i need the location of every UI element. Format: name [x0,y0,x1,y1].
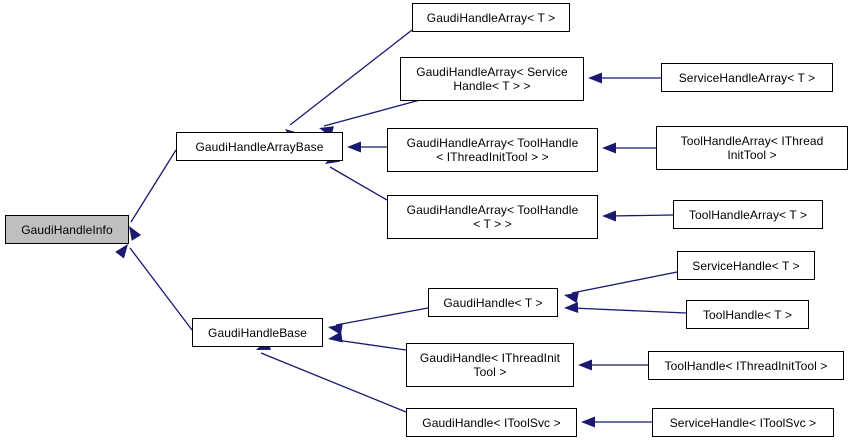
inheritance-edge-servicehandle-t-to-gaudihandle-t [564,271,678,304]
inheritance-edge-toolhandle-t-to-gaudihandle-t [564,302,687,314]
arrowhead [115,244,128,259]
inheritance-edge-gaudihandle-ithreadinittool-to-gaudihandlebase [328,331,407,351]
inheritance-edge-toolhandlearray-t-to-gaudihandlearray-toolhandle-t [602,210,674,222]
class-node-label: ServiceHandle< IToolSvc > [669,415,817,430]
class-node-label: GaudiHandleArray< ToolHandle < IThreadIn… [406,136,579,164]
arrowhead [328,324,343,335]
inheritance-edge-gaudihandlearray-t-to-gaudihandlearraybase [285,29,413,142]
arrowhead [581,416,595,428]
class-node-gaudihandlearray-t[interactable]: GaudiHandleArray< T > [412,3,570,32]
class-node-gaudihandle-itoolsvc[interactable]: GaudiHandle< IToolSvc > [406,408,577,437]
class-node-label: GaudiHandleArray< ToolHandle < T > > [406,203,579,231]
class-node-toolhandle-t[interactable]: ToolHandle< T > [686,300,809,329]
inheritance-edge-toolhandle-ithreadinittool-to-gaudihandle-ithreadinittool [578,359,648,371]
inheritance-edge-gaudihandlearray-toolhandle-ithreadinittool-to-gaudihandlearraybase [347,141,387,153]
inheritance-edge-gaudihandle-itoolsvc-to-gaudihandlebase [256,339,407,413]
class-node-label: GaudiHandle< T > [443,295,543,310]
class-node-gaudihandlearray-servicehandle-t[interactable]: GaudiHandleArray< Service Handle< T > > [400,57,584,101]
class-node-label: GaudiHandle< IToolSvc > [422,415,561,430]
class-node-label: ToolHandle< IThreadInitTool > [664,358,828,373]
inheritance-edge-servicehandlearray-t-to-gaudihandlearray-servicehandle-t [588,72,661,84]
class-node-label: GaudiHandleArrayBase [195,139,324,154]
class-node-label: ServiceHandle< T > [692,258,800,273]
inheritance-edge-gaudihandlebase-to-gaudihandleinfo [115,244,193,331]
arrowhead [564,292,579,304]
class-node-gaudihandlebase[interactable]: GaudiHandleBase [192,318,323,347]
class-node-servicehandle-t[interactable]: ServiceHandle< T > [677,251,815,280]
class-node-label: GaudiHandleInfo [21,222,113,237]
class-node-gaudihandlearray-toolhandle-t[interactable]: GaudiHandleArray< ToolHandle < T > > [387,195,598,239]
inheritance-edge-gaudihandle-t-to-gaudihandlebase [328,307,429,335]
class-node-gaudihandleinfo[interactable]: GaudiHandleInfo [5,215,129,244]
class-node-label: ToolHandle< T > [702,307,793,322]
class-node-label: GaudiHandle< IThreadInit Tool > [419,351,561,379]
class-node-gaudihandlearray-toolhandle-ithreadinittool[interactable]: GaudiHandleArray< ToolHandle < IThreadIn… [387,128,598,172]
class-node-label: GaudiHandleArray< T > [426,10,556,25]
arrowhead [602,142,616,154]
class-node-label: ToolHandleArray< T > [688,207,808,222]
class-node-label: GaudiHandleBase [208,325,307,340]
class-node-label: ToolHandleArray< IThread InitTool > [680,134,824,162]
arrowhead [328,331,343,343]
class-node-label: ServiceHandleArray< T > [678,70,816,85]
arrowhead [129,226,142,241]
class-node-toolhandlearray-ithreadinittool[interactable]: ToolHandleArray< IThread InitTool > [656,126,848,170]
class-node-servicehandlearray-t[interactable]: ServiceHandleArray< T > [661,63,833,92]
class-node-toolhandle-ithreadinittool[interactable]: ToolHandle< IThreadInitTool > [648,351,844,380]
inheritance-edge-gaudihandlearraybase-to-gaudihandleinfo [129,149,177,241]
inheritance-edge-toolhandlearray-ithreadinittool-to-gaudihandlearray-toolhandle-ithreadinittool [602,142,656,154]
class-node-gaudihandlearraybase[interactable]: GaudiHandleArrayBase [176,132,343,161]
inheritance-edge-servicehandle-itoolsvc-to-gaudihandle-itoolsvc [581,416,652,428]
arrowhead [564,302,579,314]
arrowhead [588,72,602,84]
class-node-label: GaudiHandleArray< Service Handle< T > > [416,65,568,93]
class-node-gaudihandle-ithreadinittool[interactable]: GaudiHandle< IThreadInit Tool > [406,343,574,387]
class-node-gaudihandle-t[interactable]: GaudiHandle< T > [428,288,558,317]
class-node-servicehandle-itoolsvc[interactable]: ServiceHandle< IToolSvc > [652,408,834,437]
arrowhead [347,141,361,153]
arrowhead [578,359,592,371]
class-node-toolhandlearray-t[interactable]: ToolHandleArray< T > [673,200,823,229]
arrowhead [602,210,616,222]
